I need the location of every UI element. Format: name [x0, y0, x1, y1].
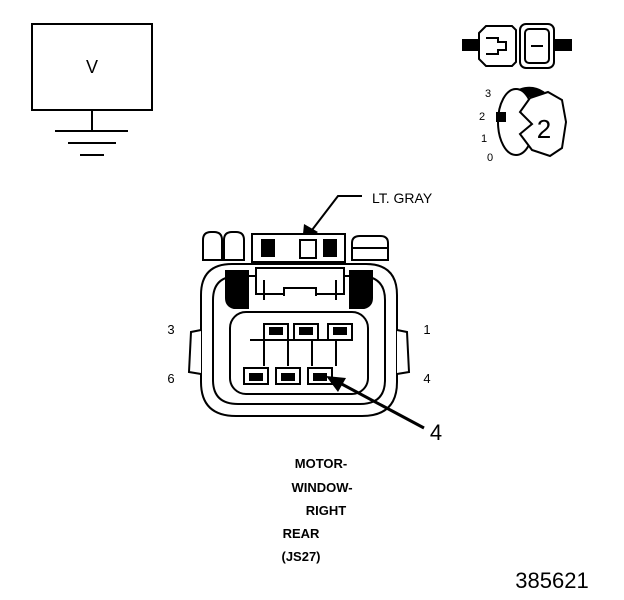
callout-arrow — [326, 376, 425, 430]
right-ear — [396, 329, 411, 375]
terminal-pin-3-contact — [269, 327, 283, 335]
connector-color-label: LT. GRAY — [372, 190, 433, 206]
voltmeter-symbol — [31, 23, 153, 156]
probe-blade — [486, 37, 507, 55]
terminal-pin-4-contact — [313, 373, 327, 381]
pin-label-top-right: 1 — [423, 322, 430, 337]
dial-position-3: 3 — [485, 88, 491, 100]
recess-ramp — [283, 287, 317, 296]
terminal-pin-1-contact — [333, 327, 347, 335]
probe-icon — [462, 23, 572, 69]
probe-step-number: 2 — [537, 114, 551, 144]
right-rail — [349, 270, 373, 309]
dial-position-1: 1 — [481, 133, 487, 145]
dial-key — [518, 90, 568, 158]
pin-label-bottom-left: 6 — [167, 371, 174, 386]
probe-tip-left — [462, 39, 480, 51]
callout-line — [337, 380, 425, 430]
connector-name-line-3: RIGHT — [306, 503, 347, 518]
callout-arrowhead — [326, 376, 346, 392]
probe-position-dial — [496, 86, 568, 158]
pin-label-top-left: 3 — [167, 322, 174, 337]
terminal-pin-2-contact — [299, 327, 313, 335]
lock-tab — [299, 239, 317, 259]
latch-1 — [202, 231, 223, 261]
connector-name-line-4: REAR — [283, 526, 320, 541]
meter-symbol-label: V — [86, 57, 98, 77]
figure-id: 385621 — [515, 568, 588, 593]
left-rail — [225, 270, 249, 309]
lock-slot-right — [323, 239, 337, 257]
callout-number: 4 — [430, 420, 442, 445]
left-ear — [187, 329, 202, 375]
probe-tip-right — [553, 39, 572, 51]
terminal-pin-6-contact — [249, 373, 263, 381]
terminal-pin-5-contact — [281, 373, 295, 381]
dial-marker — [496, 112, 506, 122]
latch-2 — [223, 231, 245, 261]
pin-label-bottom-right: 4 — [423, 371, 430, 386]
connector-name-line-1: MOTOR- — [295, 456, 347, 471]
connector-name-line-2: WINDOW- — [291, 480, 352, 495]
lock-slot-left — [261, 239, 275, 257]
connector-face — [187, 231, 411, 417]
dial-position-2: 2 — [479, 111, 485, 123]
color-leader-line — [311, 195, 362, 231]
dial-position-0: 0 — [487, 152, 493, 164]
connector-name-line-5: (JS27) — [281, 549, 320, 564]
probe-body — [478, 25, 517, 67]
